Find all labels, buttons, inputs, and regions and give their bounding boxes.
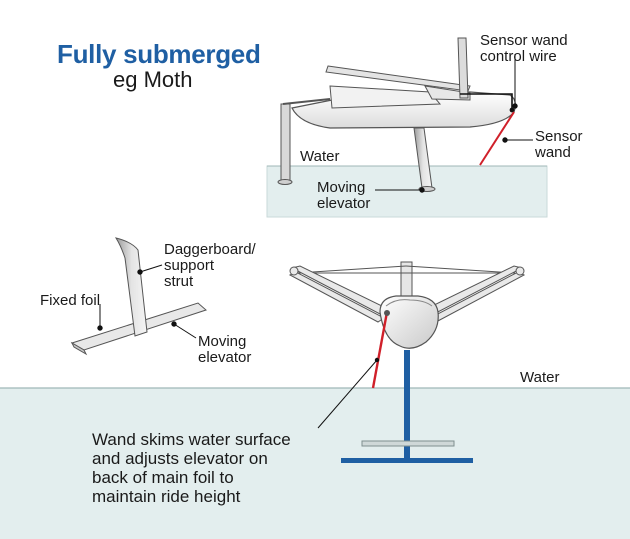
label-fixed-foil: Fixed foil [40, 292, 101, 309]
label-daggerboard-line1: Daggerboard/ [164, 241, 256, 258]
wings-front [288, 265, 526, 323]
label-moving-elevator-left-line1: Moving [198, 333, 247, 350]
label-sensor-wand-control-wire-line2: control wire [480, 48, 557, 65]
diagram-title: Fully submerged [57, 39, 261, 69]
mast [457, 37, 469, 99]
label-sensor-wand-line2: wand [535, 144, 571, 161]
rigging [296, 265, 516, 274]
foil-assembly [70, 237, 207, 356]
label-wand-description-line2: and adjusts elevator on [92, 449, 268, 468]
water-box-top [266, 165, 548, 218]
label-sensor-wand-line1: Sensor [535, 128, 583, 145]
main-foil-front [341, 458, 473, 463]
label-daggerboard-line2: support [164, 257, 215, 274]
control-wire [460, 93, 513, 110]
label-water-top: Water [300, 148, 340, 165]
hull [291, 85, 516, 129]
label-moving-elevator-top-line2: elevator [317, 195, 371, 212]
foil-strut-front [404, 350, 410, 460]
label-water-bottom: Water [520, 369, 560, 386]
sensor-wand-top [479, 111, 515, 166]
diagram-subtitle: eg Moth [113, 67, 193, 92]
label-moving-elevator-left-line2: elevator [198, 349, 252, 366]
label-wand-description-line3: back of main foil to [92, 468, 234, 487]
label-sensor-wand-control-wire-line1: Sensor wand [480, 32, 568, 49]
label-daggerboard-line3: strut [164, 273, 194, 290]
label-wand-description-line1: Wand skims water surface [92, 430, 291, 449]
label-wand-description-line4: maintain ride height [92, 487, 241, 506]
water-box-bottom [0, 388, 630, 539]
elevator-front [361, 440, 455, 447]
hull-pod [379, 295, 439, 349]
label-moving-elevator-top-line1: Moving [317, 179, 366, 196]
sensor-wand-bottom [371, 311, 389, 389]
